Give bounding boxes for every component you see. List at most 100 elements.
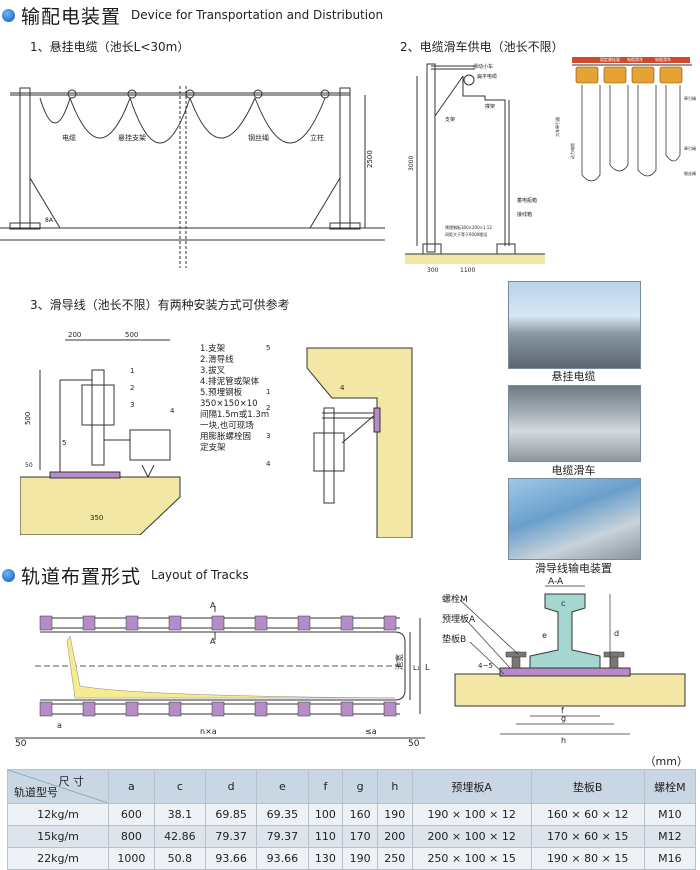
callout-5: 5 (62, 439, 66, 447)
label-pool-width: 池宽 (394, 654, 404, 670)
table-cell: 130 (307, 847, 344, 870)
table-cell: 160 (342, 803, 378, 826)
col-header: a (108, 769, 155, 804)
caption-cable-trolley: 电缆滑车 (551, 464, 596, 477)
table-cell: 800 (108, 825, 155, 848)
col-header: f (307, 769, 344, 804)
dim-500-side: 500 (24, 412, 32, 425)
section-aa-title: A-A (548, 577, 564, 587)
col-header: 垫板B (530, 769, 645, 804)
label-brace: 撑架 (485, 103, 495, 110)
dim-50-right: 50 (408, 739, 420, 748)
col-header: e (256, 769, 309, 804)
corner-top-label: 尺 寸 (58, 775, 85, 788)
dim-L1: L₁ (413, 664, 420, 672)
dim-le-a: ≤a (365, 727, 377, 736)
table-cell: 190 (342, 847, 378, 870)
table-cell: 200 (376, 825, 413, 848)
section-title-en: Device for Transportation and Distributi… (131, 8, 384, 22)
col-header: h (376, 769, 413, 804)
dim-g: g (561, 714, 566, 723)
label-bolt: 螺栓M (442, 593, 468, 605)
table-row: 15kg/m 800 42.86 79.37 79.37 110 170 200… (7, 825, 697, 848)
callout-1: 1 (130, 367, 134, 375)
wall-dim: 4 (340, 384, 345, 392)
photo-cable-trolley (508, 385, 641, 462)
callout-4: 4 (170, 407, 175, 415)
bullet-icon (2, 568, 15, 582)
col-header: 螺栓M (643, 769, 697, 804)
label-power-cable: 动力电缆 (569, 143, 575, 159)
label-height-3000: 3000 (408, 156, 415, 171)
slide-wire-wall-diagram: 5 1 2 3 4 4 (266, 344, 413, 538)
label-trolley-a: 电缆滑车 (627, 56, 643, 62)
section-header-tracks: 轨道布置形式 Layout of Tracks (0, 562, 249, 588)
label-support: 支架 (445, 116, 455, 123)
table-cell: 600 (108, 803, 155, 826)
wall-callout-3: 3 (266, 432, 270, 440)
dim-h: h (561, 736, 566, 745)
label-fixed-hanger: 固定悬挂架 (600, 56, 620, 62)
table-cell: 79.37 (205, 825, 258, 848)
table-cell: 79.37 (256, 825, 309, 848)
table-cell: 50.8 (153, 847, 207, 870)
section-title: 输配电装置 (21, 5, 122, 28)
subheading-slide-wire: 3、滑导线（池长不限）有两种安装方式可供参考 (30, 298, 290, 312)
table-row: 22kg/m 1000 50.8 93.66 93.66 130 190 250… (7, 847, 697, 870)
label-tow-rope: 牵引绳 (684, 95, 696, 101)
wall-callout-5: 5 (266, 344, 270, 352)
table-cell: 38.1 (153, 803, 207, 826)
wall-callout-1: 1 (266, 388, 270, 396)
row-model: 12kg/m (7, 803, 109, 826)
col-header: c (153, 769, 207, 804)
table-cell: 160 × 60 × 12 (530, 803, 645, 826)
slide-wire-legend: 1.支架 2.滑导线 3.拔叉 4.排泥管或架体 5.预埋钢板 350×150×… (200, 344, 269, 454)
unit-label: （mm） (644, 755, 688, 768)
label-trolley-b: 电缆滑车 (655, 56, 671, 62)
cable-trolley-diagram: 滑动小车 扁平电缆 撑架 支架 蓄电瓶箱 接线箱 预埋钢板300×200×1.1… (405, 63, 545, 274)
label-wire-rope: 钢丝绳 (248, 133, 269, 142)
table-cell: 69.85 (205, 803, 258, 826)
subheading-cable-trolley: 2、电缆滑车供电（池长不限） (400, 40, 564, 54)
label-embed-plate-a: 预埋板A (442, 613, 476, 625)
rail-section-diagram: A-A 螺栓M 预埋板A 垫板B c e d f g h 4~5 (442, 577, 686, 745)
legend-line: 3.拔叉 (200, 366, 226, 376)
cable-trolley-detail: 固定悬挂架 电缆滑车 电缆滑车 牵引绳 大车牵引器 动力电缆 牵引绳 钢丝绳 (554, 56, 696, 182)
table-cell: 250 × 100 × 15 (411, 847, 532, 870)
legend-line: 间隔1.5m或1.3m (200, 410, 270, 420)
section-mark-top: A (210, 601, 216, 610)
legend-line: 定支架 (200, 443, 226, 453)
legend-line: 1.支架 (200, 344, 226, 354)
table-cell: 100 (307, 803, 344, 826)
table-cell: M16 (643, 847, 697, 870)
caption-slide-wire: 滑导线输电装置 (535, 562, 612, 575)
photo-hanging-cable (508, 281, 641, 369)
label-height: 2500 (366, 150, 374, 168)
legend-line: 350×150×10 (200, 399, 258, 409)
callout-3: 3 (130, 401, 134, 409)
label-pad-b: 垫板B (442, 633, 466, 645)
table-cell: 170 × 60 × 15 (530, 825, 645, 848)
wall-callout-4: 4 (266, 460, 271, 468)
section-title-en: Layout of Tracks (151, 568, 249, 582)
dim-gap: 4~5 (478, 662, 493, 670)
bullet-icon (2, 8, 15, 22)
spec-table: 尺 寸 轨道型号 a c d e f g h 预埋板A 垫板B 螺栓M 12kg… (7, 769, 697, 870)
label-column: 立柱 (310, 133, 324, 142)
table-row: 12kg/m 600 38.1 69.85 69.35 100 160 190 … (7, 803, 697, 826)
table-header-row: 尺 寸 轨道型号 a c d e f g h 预埋板A 垫板B 螺栓M (7, 769, 697, 804)
table-cell: 1000 (108, 847, 155, 870)
subheading-hanging-cable: 1、悬挂电缆（池长L<30m） (30, 40, 190, 54)
legend-line: 2.滑导线 (200, 355, 234, 365)
dim-e: e (542, 631, 547, 640)
label-junction-box: 接线箱 (517, 211, 532, 218)
col-header: g (342, 769, 378, 804)
label-flat-cable: 扁平电缆 (477, 73, 497, 80)
legend-line: 4.排泥管或架体 (200, 377, 260, 387)
label-1100: 1100 (460, 267, 475, 274)
label-trolley: 滑动小车 (473, 63, 493, 70)
label-tractor: 大车牵引器 (554, 117, 560, 137)
corner-cell: 尺 寸 轨道型号 (7, 769, 109, 804)
table-cell: 93.66 (205, 847, 258, 870)
table-cell: M10 (643, 803, 697, 826)
